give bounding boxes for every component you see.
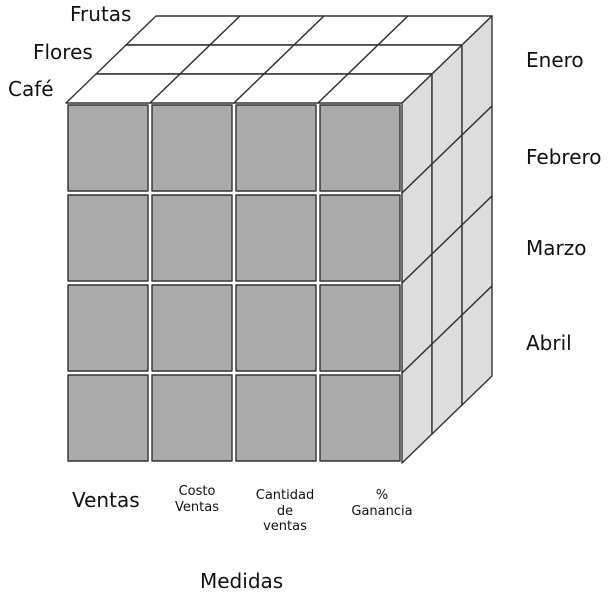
cube-front-cell	[319, 194, 401, 282]
row-label-febrero: Febrero	[526, 145, 602, 169]
cube-front-cell	[319, 374, 401, 462]
cube-front-cell	[235, 104, 317, 192]
measure-label-line: Cantidad	[255, 488, 315, 503]
cube-front-cell	[151, 284, 233, 372]
cube-front-cell	[235, 194, 317, 282]
cube-front-cell	[67, 374, 149, 462]
cube-front-cell	[67, 104, 149, 192]
cube-front-cell	[319, 104, 401, 192]
cube-front-cell	[67, 194, 149, 282]
axis-title-medidas: Medidas	[200, 569, 284, 593]
measure-label-ventas: Ventas	[72, 488, 140, 512]
cube-front-cell	[151, 374, 233, 462]
dimension-label-cafe: Café	[8, 77, 54, 101]
dimension-label-flores: Flores	[33, 40, 93, 64]
measure-label-line: Ventas	[175, 499, 219, 515]
measure-label-line: Costo	[178, 484, 216, 499]
measure-label-line: %	[375, 488, 389, 503]
row-label-marzo: Marzo	[526, 236, 587, 260]
measure-label-ventas-line: Ventas	[72, 488, 140, 512]
measure-label-ganancia: % Ganancia	[335, 488, 429, 519]
measure-label-costo-ventas: Costo Ventas	[162, 484, 232, 515]
measure-label-line: ventas	[263, 519, 307, 535]
cube-front-cell	[235, 374, 317, 462]
row-label-abril: Abril	[526, 331, 572, 355]
cube-front-cell	[151, 104, 233, 192]
measure-label-cantidad-de-ventas: Cantidad de ventas	[243, 488, 327, 535]
cube-side-cell	[461, 285, 493, 406]
cube-front-cell	[319, 284, 401, 372]
cube-front-cell	[235, 284, 317, 372]
row-label-enero: Enero	[526, 48, 584, 72]
cube-front-cell	[67, 284, 149, 372]
measure-label-line: de	[276, 503, 294, 519]
measure-label-line: Ganancia	[351, 503, 413, 519]
cube-front-cell	[151, 194, 233, 282]
dimension-label-frutas: Frutas	[70, 2, 132, 26]
